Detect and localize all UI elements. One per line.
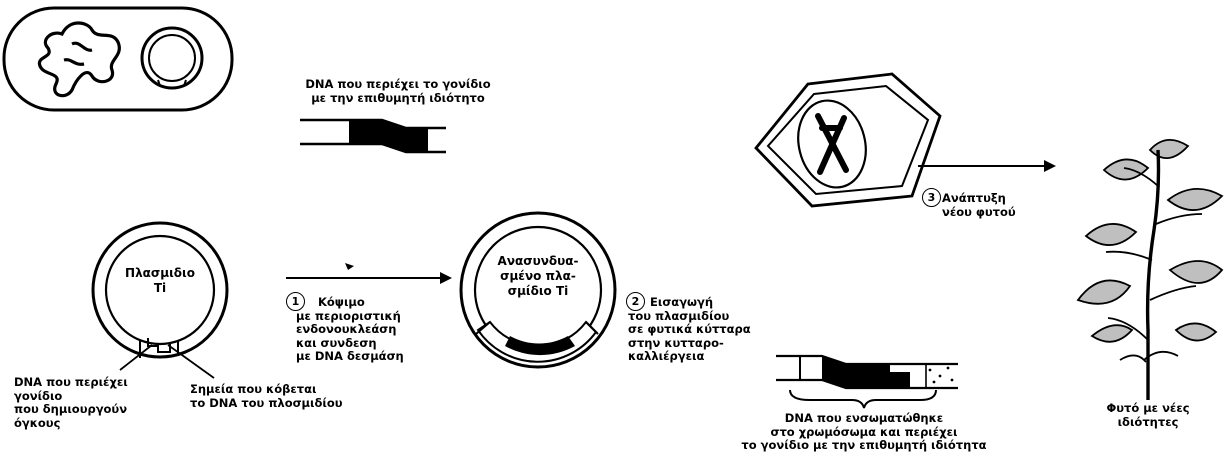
- recombinant-plasmid-label: Ανασυνδυα-σμένο πλα-σμίδιο Ti: [492, 254, 584, 299]
- gene-dna-fragment: [300, 120, 446, 152]
- integrated-dna: [776, 356, 958, 408]
- plant-icon: [1078, 140, 1222, 400]
- arrow-step1: [286, 263, 452, 284]
- plant-cell: [756, 74, 940, 206]
- bacterial-chromosome: [39, 23, 119, 96]
- step3-number: 3: [922, 188, 941, 207]
- bacterial-plasmid: [142, 28, 202, 88]
- bacterium: [4, 8, 232, 110]
- arrow-step3: [918, 160, 1056, 172]
- chromosome-icon: [818, 116, 846, 172]
